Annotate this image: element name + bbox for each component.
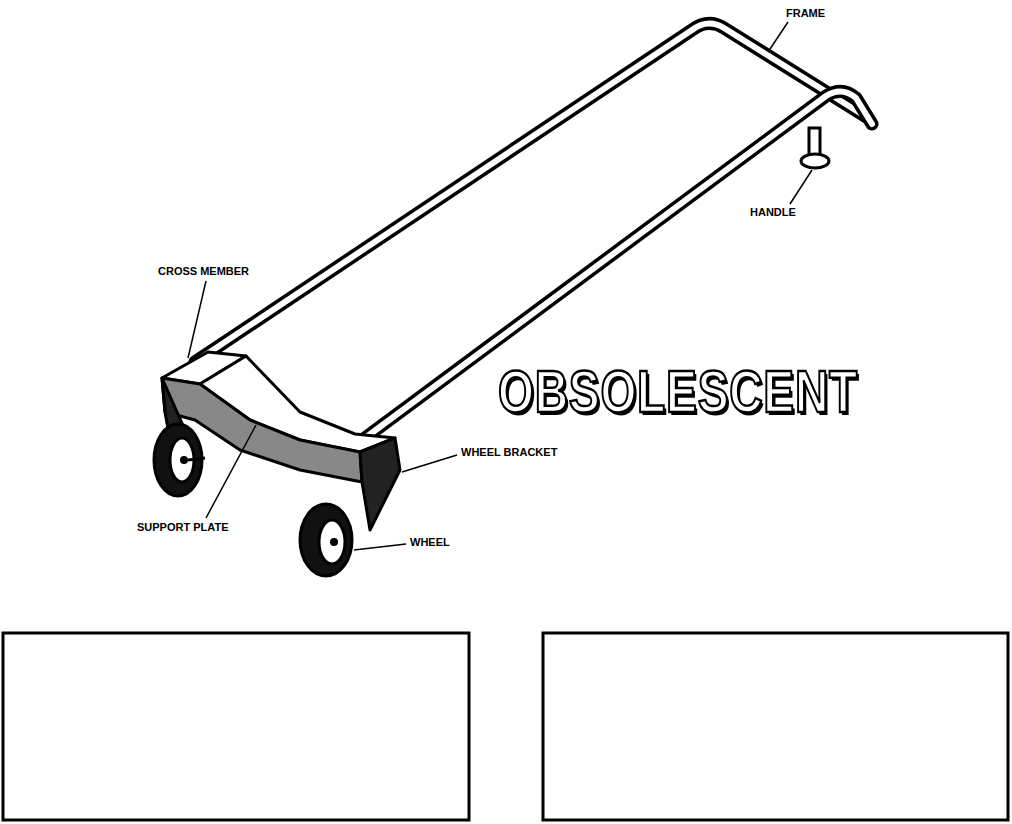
blank-box [3, 633, 469, 820]
part-label: CROSS MEMBER [158, 266, 249, 277]
part-label: HANDLE [750, 207, 796, 218]
part-label: WHEEL [410, 537, 450, 548]
part-label: SUPPORT PLATE [137, 522, 228, 533]
part-label: WHEEL BRACKET [461, 447, 557, 458]
frame-rails [195, 23, 872, 438]
leader-lines [188, 22, 812, 550]
part-label: FRAME [786, 8, 825, 19]
handle-peg [801, 128, 829, 168]
wheels [154, 424, 352, 576]
blank-box [543, 633, 1008, 820]
watermark: OBSOLESCENT [498, 362, 858, 422]
